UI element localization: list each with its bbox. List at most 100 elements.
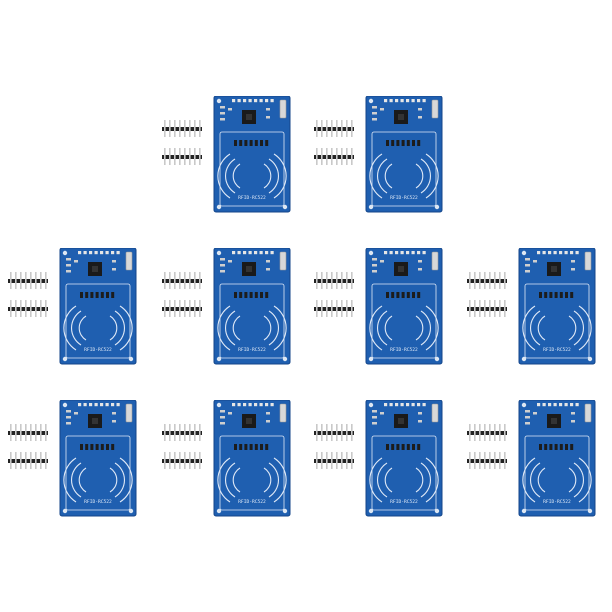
connector-pad bbox=[406, 251, 410, 255]
board-label: RFID-RC522 bbox=[543, 499, 571, 505]
connector-pad bbox=[237, 251, 241, 255]
connector-pad bbox=[542, 251, 546, 255]
header-pin bbox=[484, 300, 486, 317]
rfid-kit-graphic: RFID-RC522 bbox=[467, 248, 596, 365]
header-pin bbox=[40, 272, 42, 289]
header-pin bbox=[479, 452, 481, 469]
header-pin bbox=[346, 452, 348, 469]
pin-header-bottom bbox=[162, 300, 202, 317]
header-pin bbox=[494, 424, 496, 441]
board-label: RFID-RC522 bbox=[390, 195, 418, 201]
smd-resistor bbox=[244, 444, 248, 450]
header-pin bbox=[40, 452, 42, 469]
header-pin bbox=[184, 424, 186, 441]
connector-pad bbox=[243, 251, 247, 255]
header-pin bbox=[351, 272, 353, 289]
connector-pad bbox=[411, 99, 415, 103]
header-pin bbox=[189, 452, 191, 469]
rfid-board bbox=[213, 400, 291, 517]
connector-pad bbox=[254, 403, 258, 407]
pin-header-top bbox=[314, 272, 354, 289]
header-pin bbox=[326, 272, 328, 289]
smd-resistor bbox=[565, 292, 568, 298]
header-pin bbox=[321, 452, 323, 469]
smd-resistor bbox=[239, 292, 243, 298]
header-pin bbox=[164, 300, 166, 317]
smd-resistor bbox=[234, 140, 237, 146]
pin-header-bottom bbox=[314, 148, 354, 165]
header-pin bbox=[341, 272, 343, 289]
pin-header-bottom bbox=[8, 300, 48, 317]
header-pin bbox=[45, 300, 47, 317]
header-pin bbox=[346, 120, 348, 137]
header-pin bbox=[316, 272, 318, 289]
smd-resistor bbox=[539, 444, 542, 450]
rfid-kit-row-2-2: RFID-RC522 bbox=[162, 248, 316, 368]
header-pin bbox=[499, 452, 501, 469]
connector-pad bbox=[548, 251, 552, 255]
header-pin bbox=[164, 148, 166, 165]
header-pin bbox=[169, 300, 171, 317]
header-pin bbox=[179, 300, 181, 317]
smd-resistor bbox=[239, 140, 243, 146]
rfid-board bbox=[365, 400, 443, 517]
pin-header-bottom bbox=[162, 148, 202, 165]
header-pin bbox=[199, 272, 201, 289]
smd-resistor bbox=[401, 444, 405, 450]
header-pin bbox=[169, 272, 171, 289]
rfid-kit-graphic: RFID-RC522 bbox=[8, 400, 137, 517]
header-pin bbox=[321, 120, 323, 137]
smd-resistor bbox=[544, 444, 548, 450]
header-pin bbox=[30, 424, 32, 441]
connector-pad bbox=[100, 403, 104, 407]
header-pin bbox=[351, 148, 353, 165]
header-pin bbox=[504, 272, 506, 289]
smd-resistor bbox=[90, 444, 94, 450]
smd-resistor bbox=[106, 444, 109, 450]
connector-pad bbox=[265, 99, 269, 103]
smd-resistor bbox=[554, 444, 558, 450]
header-pin bbox=[331, 424, 333, 441]
connector-pad bbox=[411, 403, 415, 407]
smd-resistor bbox=[396, 292, 400, 298]
pin-header-top bbox=[314, 424, 354, 441]
header-pin bbox=[321, 300, 323, 317]
smd-resistor bbox=[106, 292, 109, 298]
header-pin bbox=[169, 148, 171, 165]
header-pin bbox=[184, 120, 186, 137]
header-pin bbox=[179, 120, 181, 137]
header-pin bbox=[20, 272, 22, 289]
header-pin bbox=[504, 300, 506, 317]
connector-pad bbox=[270, 251, 274, 255]
smd-resistor bbox=[249, 444, 253, 450]
smd-resistor bbox=[244, 140, 248, 146]
header-pin bbox=[316, 424, 318, 441]
connector-pad bbox=[248, 403, 252, 407]
connector-pad bbox=[232, 403, 236, 407]
smd-resistor bbox=[565, 444, 568, 450]
board-label: RFID-RC522 bbox=[238, 347, 266, 353]
connector-pad bbox=[395, 99, 399, 103]
connector-pad bbox=[570, 403, 574, 407]
header-pin bbox=[184, 452, 186, 469]
board-label: RFID-RC522 bbox=[238, 195, 266, 201]
connector-pad bbox=[417, 403, 421, 407]
rfid-kit-row-2-4: RFID-RC522 bbox=[467, 248, 612, 368]
header-pin bbox=[346, 272, 348, 289]
connector-pad bbox=[537, 403, 541, 407]
header-pin bbox=[174, 452, 176, 469]
header-pin bbox=[189, 120, 191, 137]
rfid-kit-row-2-3: RFID-RC522 bbox=[314, 248, 468, 368]
rfid-kit-graphic: RFID-RC522 bbox=[162, 96, 291, 213]
header-pin bbox=[341, 148, 343, 165]
header-pin bbox=[45, 424, 47, 441]
connector-pad bbox=[400, 403, 404, 407]
connector-pad bbox=[542, 403, 546, 407]
smd-resistor bbox=[417, 140, 421, 146]
header-pin bbox=[45, 452, 47, 469]
rfid-board bbox=[213, 96, 291, 213]
header-pin bbox=[336, 424, 338, 441]
connector-pad bbox=[248, 251, 252, 255]
header-pin bbox=[336, 300, 338, 317]
pin-header-top bbox=[467, 272, 507, 289]
